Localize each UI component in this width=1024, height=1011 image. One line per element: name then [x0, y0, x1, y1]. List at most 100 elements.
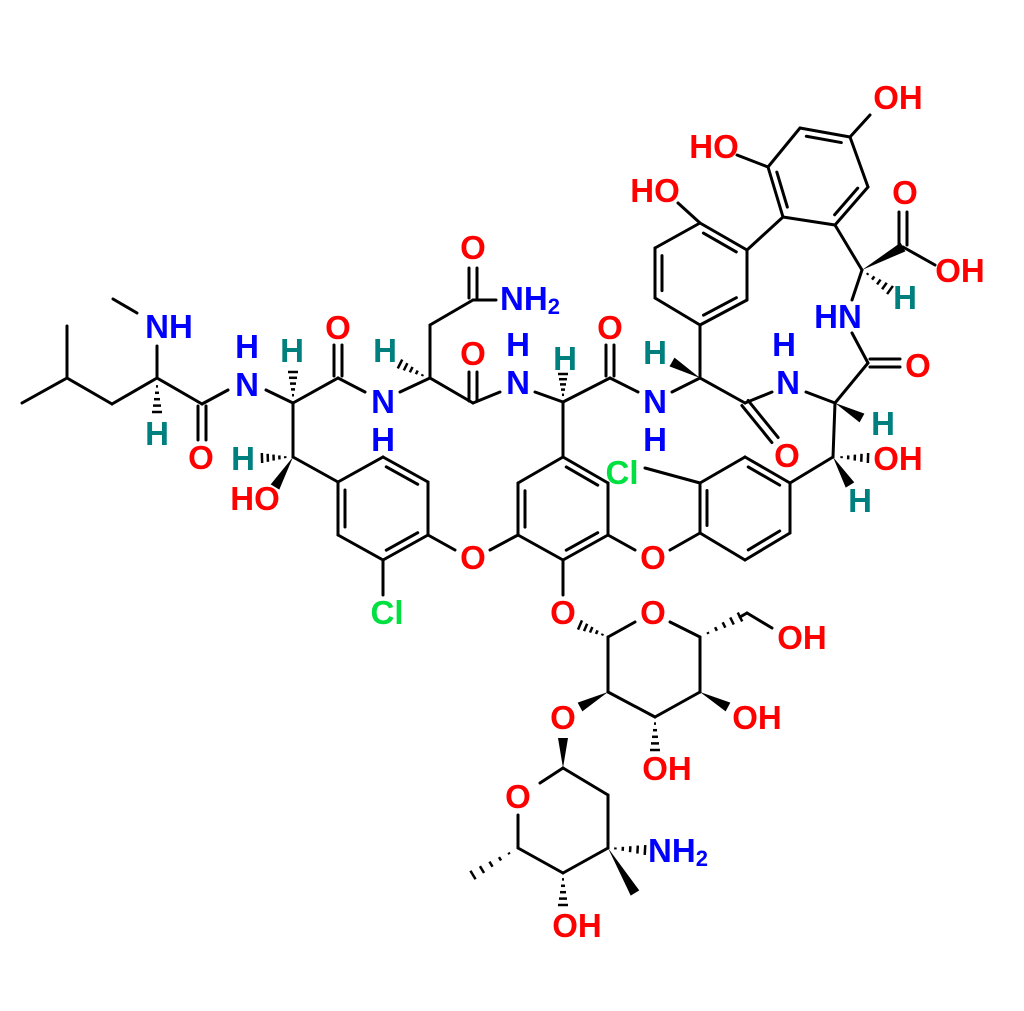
- hash-bond: [881, 282, 888, 290]
- atom-symbol: O: [550, 594, 576, 631]
- atom-symbol: H: [871, 405, 895, 442]
- atom-label-n: N: [643, 383, 667, 420]
- bond: [653, 296, 702, 327]
- bond: [291, 376, 340, 405]
- atom-label-o: O: [892, 174, 918, 211]
- atom-label-o: OH: [873, 79, 923, 116]
- atom-label-n: NH2: [500, 280, 560, 319]
- atom-symbol: H: [506, 326, 530, 363]
- bond: [381, 533, 430, 562]
- atom-label-h: H: [643, 334, 667, 371]
- atom-symbol: H: [231, 440, 255, 477]
- atom-label-h: H: [145, 415, 169, 452]
- bond: [111, 297, 139, 315]
- wedge-bond: [608, 848, 640, 896]
- atom-symbol: H: [848, 482, 872, 519]
- atom-symbol: NH: [145, 308, 193, 345]
- atom-label-o: O: [460, 335, 486, 372]
- atom-symbol: H: [772, 326, 796, 363]
- atom-symbol: H: [643, 334, 667, 371]
- atom-label-o: OH: [552, 907, 602, 944]
- bond: [291, 455, 340, 484]
- atom-label-o: OH: [935, 252, 985, 289]
- atom-symbol: NH: [500, 280, 548, 317]
- atom-symbol: O: [505, 778, 531, 815]
- hash-bond: [408, 366, 414, 373]
- hash-bond: [713, 626, 719, 632]
- atom-symbol: OH: [732, 699, 782, 736]
- hash-bond: [643, 844, 647, 856]
- atom-label-o: O: [550, 594, 576, 631]
- bond: [798, 126, 852, 139]
- bond: [336, 455, 385, 484]
- bond: [110, 376, 159, 406]
- bond: [643, 466, 702, 485]
- bond: [428, 298, 475, 327]
- atom-label-h: H: [280, 332, 304, 369]
- atom-label-o: O: [905, 347, 931, 384]
- bond: [833, 223, 864, 272]
- atom-label-h: H: [231, 440, 255, 477]
- bond: [264, 388, 295, 405]
- atom-symbol: O: [460, 229, 486, 266]
- bond: [745, 611, 774, 630]
- bond: [745, 215, 785, 252]
- atom-label-o: O: [640, 594, 666, 631]
- bond: [561, 376, 612, 404]
- bond: [606, 690, 657, 719]
- bond: [564, 531, 600, 552]
- bond: [653, 221, 702, 250]
- atom-symbol: HO: [230, 480, 280, 517]
- bond: [20, 376, 69, 405]
- wedge-bond: [833, 457, 855, 488]
- hash-bond: [600, 633, 604, 637]
- hash-bond: [469, 870, 477, 880]
- atom-symbol: H: [893, 279, 917, 316]
- bond: [488, 533, 520, 552]
- bond: [743, 531, 792, 562]
- bond: [653, 690, 702, 719]
- bond: [698, 531, 747, 562]
- atom-symbol: O: [460, 335, 486, 372]
- hash-bond: [497, 856, 503, 862]
- atom-label-o: O: [460, 229, 486, 266]
- atom-label-n: N: [506, 364, 530, 401]
- atom-label-n: H: [506, 326, 530, 363]
- atom-symbol: O: [597, 309, 623, 346]
- atom-label-o: OH: [873, 440, 923, 477]
- atom-label-o: OH: [732, 699, 782, 736]
- bond: [804, 390, 837, 405]
- bond: [746, 529, 782, 552]
- atom-label-o: O: [550, 699, 576, 736]
- atom-label-o: O: [640, 539, 666, 576]
- bond: [698, 298, 749, 327]
- atom-label-n: N: [371, 383, 395, 420]
- atom-symbol: OH: [552, 907, 602, 944]
- bond: [766, 165, 785, 219]
- hash-bond: [396, 358, 404, 370]
- atom-symbol: H: [235, 328, 259, 365]
- atom-label-cl: Cl: [606, 454, 639, 491]
- atom-symbol: O: [550, 699, 576, 736]
- atom-label-o: O: [460, 539, 486, 576]
- atom-label-o: O: [325, 309, 351, 346]
- bond: [901, 245, 937, 267]
- bond: [606, 533, 637, 552]
- atom-symbol: N: [371, 383, 395, 420]
- bond: [670, 376, 702, 394]
- atom-label-o: HO: [230, 480, 280, 517]
- hash-bond: [886, 285, 894, 295]
- atom-label-n: NH2: [648, 832, 708, 871]
- atom-label-o: O: [188, 439, 214, 476]
- bond: [804, 134, 843, 145]
- atom-label-n: H: [772, 326, 796, 363]
- atom-label-h: H: [553, 340, 577, 377]
- bond: [533, 390, 565, 404]
- atom-label-h: H: [848, 482, 872, 519]
- atom-symbol: OH: [873, 440, 923, 477]
- bond: [701, 296, 738, 317]
- wedge-bond: [835, 403, 865, 423]
- atom-symbol: O: [640, 594, 666, 631]
